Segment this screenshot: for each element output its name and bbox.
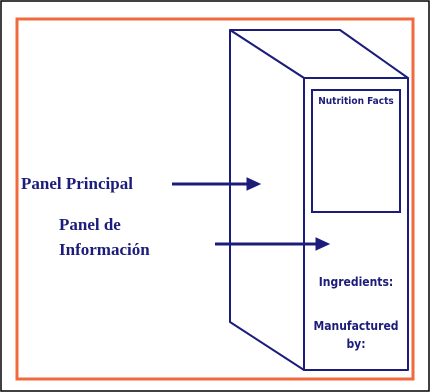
- main-panel-arrow: [172, 177, 262, 191]
- info-panel-label-line1: Panel de: [59, 215, 121, 234]
- main-panel-label: Panel Principal: [21, 174, 133, 193]
- nutrition-facts-label: Nutrition Facts: [318, 96, 393, 107]
- info-panel-label-line2: Información: [59, 240, 150, 259]
- manufactured-label-line2: by:: [346, 337, 365, 351]
- ingredients-label: Ingredients:: [319, 275, 393, 289]
- manufactured-label-line1: Manufactured: [313, 319, 398, 333]
- info-panel-arrow: [215, 237, 331, 251]
- nutrition-facts-box: [311, 89, 401, 213]
- box-side-face: [229, 29, 305, 371]
- outer-orange-border: [15, 17, 415, 381]
